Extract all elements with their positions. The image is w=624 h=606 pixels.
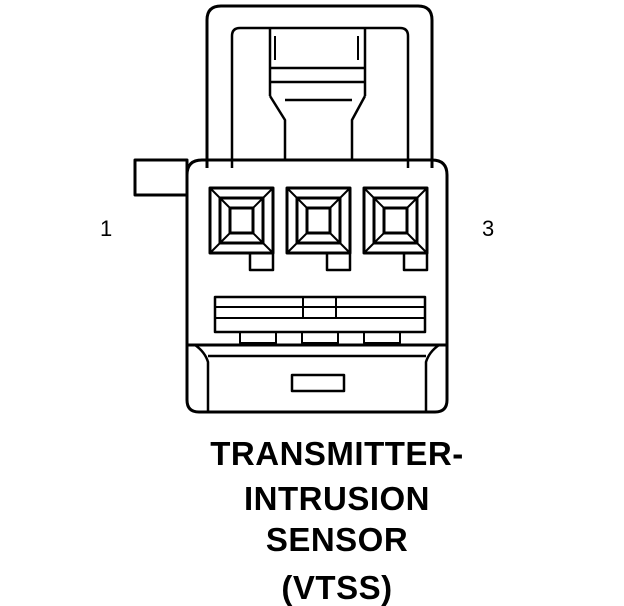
- caption-line-4: (VTSS): [281, 569, 393, 606]
- cavity-3: [362, 186, 429, 272]
- tpa-strip: [213, 295, 427, 334]
- latch-slot: [268, 95, 367, 160]
- side-tab: [133, 158, 189, 197]
- cavity-1: [208, 186, 275, 272]
- latch-inner: [230, 26, 410, 168]
- skirt-slot: [290, 373, 346, 393]
- caption-line-1: TRANSMITTER-: [210, 435, 464, 472]
- caption-line-3: SENSOR: [265, 521, 409, 558]
- connector-housing: [185, 158, 449, 347]
- latch-outer: [205, 4, 434, 168]
- cavity-2: [285, 186, 352, 272]
- latch-bar: [268, 28, 367, 96]
- pin-3-label: 3: [482, 216, 495, 241]
- connector-skirt: [185, 345, 449, 414]
- caption-line-2: INTRUSION: [244, 480, 430, 517]
- pin-1-label: 1: [100, 216, 113, 241]
